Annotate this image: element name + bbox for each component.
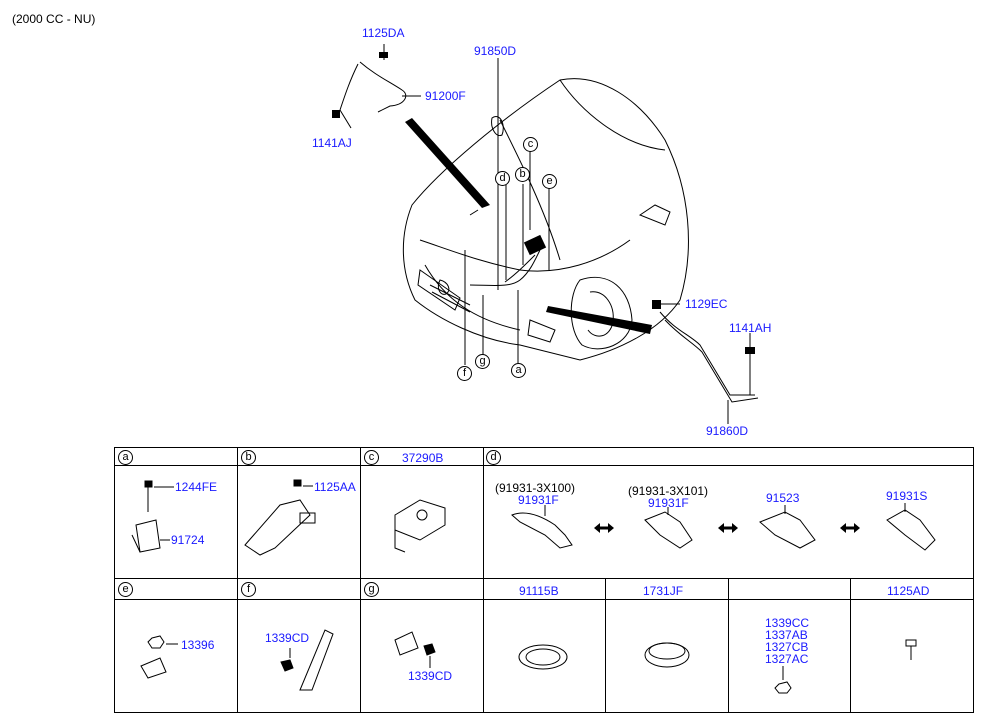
part-label-91200F: 91200F — [425, 89, 466, 103]
stack-part-3: 1327CB — [765, 640, 809, 654]
part-label-1141AJ: 1141AJ — [312, 136, 352, 150]
cell-c-header-part: 37290B — [402, 451, 444, 465]
marker-b: b — [515, 167, 530, 182]
marker-a: a — [511, 363, 526, 378]
part-label-1244FE: 1244FE — [175, 480, 218, 494]
cell-marker-e: e — [118, 582, 133, 597]
part-label-13396: 13396 — [181, 638, 215, 652]
part-label-1129EC: 1129EC — [685, 297, 728, 311]
variant-part-1: 91931F — [518, 493, 559, 507]
part-label-91850D: 91850D — [474, 44, 517, 58]
variant-part-2: 91931F — [648, 496, 689, 510]
header-1731JF: 1731JF — [643, 584, 684, 598]
bolt-icon — [332, 110, 340, 118]
cell-marker-a: a — [118, 450, 133, 465]
part-label-1339CD-f: 1339CD — [265, 631, 310, 645]
cell-marker-c: c — [364, 450, 379, 465]
marker-e: e — [542, 174, 557, 189]
marker-c: c — [523, 137, 538, 152]
part-label-1339CD-g: 1339CD — [408, 669, 453, 683]
part-label-1125AA: 1125AA — [314, 480, 356, 494]
header-91115B: 91115B — [519, 584, 559, 598]
harness-main — [469, 249, 541, 287]
header-1125AD: 1125AD — [887, 584, 930, 598]
part-label-1125DA: 1125DA — [362, 26, 405, 40]
part-label-1141AH: 1141AH — [729, 321, 772, 335]
part-label-91724: 91724 — [171, 533, 205, 547]
relay-box-icon — [523, 234, 547, 256]
bolt-icon — [652, 300, 661, 309]
engine-note: (2000 CC - NU) — [12, 12, 96, 26]
variant-ref-1: (91931-3X100) — [495, 481, 576, 495]
cell-marker-b: b — [241, 450, 256, 465]
stack-part-4: 1327AC — [765, 652, 809, 666]
variant-part-4: 91931S — [886, 489, 928, 503]
stack-part-1: 1339CC — [765, 616, 810, 630]
bolt-icon — [745, 347, 755, 354]
cell-marker-f: f — [241, 582, 256, 597]
car-body — [402, 78, 689, 361]
marker-f: f — [457, 366, 472, 381]
variant-ref-2: (91931-3X101) — [628, 484, 709, 498]
cell-marker-d: d — [486, 450, 501, 465]
bolt-icon — [379, 52, 388, 58]
marker-d: d — [495, 171, 510, 186]
callout-arrow-right — [546, 306, 652, 334]
stack-part-2: 1337AB — [765, 628, 808, 642]
marker-g: g — [475, 354, 490, 369]
variant-part-3: 91523 — [766, 491, 800, 505]
part-label-91860D: 91860D — [706, 424, 749, 438]
cell-marker-g: g — [364, 582, 379, 597]
callout-arrow-left — [405, 118, 490, 208]
